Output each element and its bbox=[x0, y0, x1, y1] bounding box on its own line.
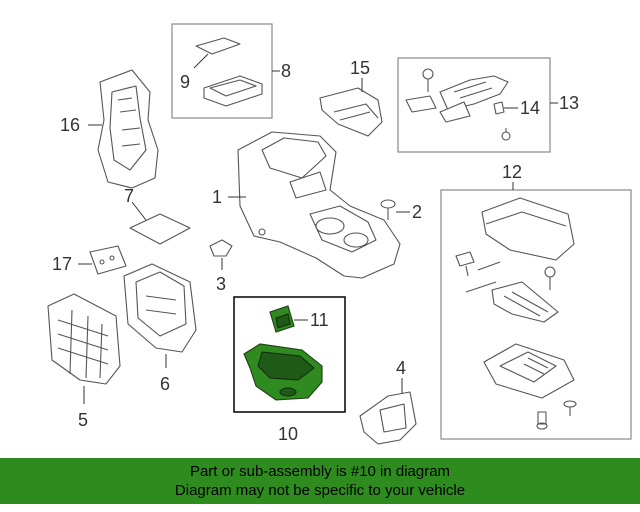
callout-15: 15 bbox=[350, 58, 370, 78]
callout-box-12 bbox=[440, 189, 632, 440]
part-17-switch bbox=[89, 245, 127, 275]
part-2-screw bbox=[380, 199, 396, 220]
exploded-parts-diagram: 16 9 8 15 14 13 bbox=[47, 23, 632, 445]
callout-box-10 bbox=[233, 296, 346, 413]
callout-14: 14 bbox=[520, 98, 540, 118]
info-banner: Part or sub-assembly is #10 in diagram D… bbox=[0, 458, 640, 504]
callout-3: 3 bbox=[216, 274, 226, 294]
part-9-pad bbox=[195, 37, 241, 55]
callout-12: 12 bbox=[502, 162, 522, 182]
callout-5: 5 bbox=[78, 410, 88, 430]
callout-4: 4 bbox=[396, 358, 406, 378]
part-14-clip bbox=[493, 101, 505, 115]
leader-9 bbox=[193, 53, 209, 69]
part-8-tray bbox=[203, 75, 263, 107]
callout-13: 13 bbox=[559, 93, 579, 113]
part-5-grid-bracket bbox=[47, 293, 121, 385]
callout-1: 1 bbox=[212, 187, 222, 207]
callout-6: 6 bbox=[160, 374, 170, 394]
part-4-small-bracket bbox=[359, 391, 417, 445]
part-16-side-panel bbox=[97, 69, 159, 189]
part-10-cup-holder-highlighted bbox=[243, 343, 323, 401]
callout-9: 9 bbox=[180, 72, 190, 92]
part-1-console-body bbox=[237, 131, 401, 279]
part-6-bracket bbox=[123, 263, 197, 353]
callout-box-13 bbox=[397, 57, 551, 153]
callout-7: 7 bbox=[124, 186, 134, 206]
callout-2: 2 bbox=[412, 202, 422, 222]
callout-8: 8 bbox=[281, 61, 291, 81]
callout-17: 17 bbox=[52, 254, 72, 274]
part-11-clip-highlighted bbox=[269, 305, 295, 333]
leader-7 bbox=[131, 201, 147, 221]
callout-16: 16 bbox=[60, 115, 80, 135]
part-13-parking-brake-lever bbox=[405, 68, 511, 141]
part-15-lid bbox=[319, 87, 383, 137]
callout-10: 10 bbox=[278, 424, 298, 444]
banner-line-1: Part or sub-assembly is #10 in diagram bbox=[189, 463, 451, 480]
callout-11: 11 bbox=[310, 310, 329, 330]
banner-line-2: Diagram may not be specific to your vehi… bbox=[174, 482, 466, 499]
part-12-armrest-assembly bbox=[455, 197, 577, 430]
part-7-pad bbox=[129, 213, 191, 245]
part-3-clip bbox=[209, 239, 233, 257]
